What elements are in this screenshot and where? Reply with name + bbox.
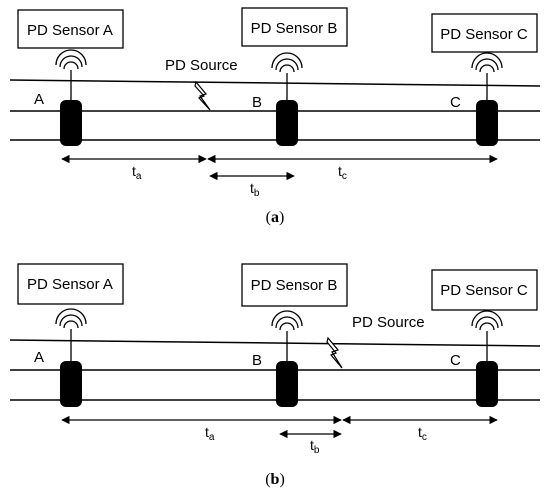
time-label-tc: tc [418, 424, 427, 443]
sensor-a-box [17, 263, 124, 305]
caption-a: (a) [266, 209, 285, 226]
sensor-a-label: PD Sensor A [27, 276, 113, 293]
power-line-top [9, 339, 541, 347]
time-label-ta: ta [205, 424, 215, 443]
antenna-icon [471, 52, 503, 101]
sensor-b-box [241, 263, 348, 307]
terminal-b [276, 361, 298, 407]
line-label-c: C [450, 94, 461, 111]
terminal-a [60, 100, 82, 146]
terminal-a [60, 361, 82, 407]
time-label-tc: tc [338, 163, 347, 182]
sensor-a: PD Sensor A A [17, 9, 124, 146]
sensor-a: PD Sensor A A [17, 263, 124, 407]
antenna-icon [271, 310, 303, 362]
antenna-icon [55, 49, 87, 101]
sensor-c-box [431, 269, 538, 311]
sensor-a-label: PD Sensor A [27, 22, 113, 39]
sensor-a-box [17, 9, 124, 49]
sensor-b: PD Sensor B B [241, 263, 348, 407]
line-label-a: A [34, 91, 44, 108]
antenna-icon [271, 52, 303, 101]
sensor-c: PD Sensor C C [431, 13, 538, 146]
power-line-top [9, 79, 541, 87]
line-label-c: C [450, 352, 461, 369]
line-label-b: B [252, 94, 262, 111]
sensor-b-label: PD Sensor B [251, 277, 338, 294]
lightning-icon [326, 336, 343, 369]
pd-source-label: PD Source [352, 314, 425, 331]
terminal-c [476, 100, 498, 146]
sensor-c-box [431, 13, 538, 53]
time-label-tb: tb [250, 180, 260, 199]
sensor-c: PD Sensor C C [431, 269, 538, 407]
line-label-a: A [34, 349, 44, 366]
antenna-icon [471, 310, 503, 362]
sensor-b-box [241, 7, 348, 47]
pd-source-label: PD Source [165, 57, 238, 74]
lightning-icon [194, 80, 211, 111]
diagram-a: PD Sensor A A PD Sensor B B [9, 7, 541, 226]
sensor-b: PD Sensor B B [241, 7, 348, 146]
sensor-c-label: PD Sensor C [440, 26, 528, 43]
diagram-b: PD Sensor A A PD Sensor B B [9, 263, 541, 488]
sensor-c-label: PD Sensor C [440, 282, 528, 299]
time-label-ta: ta [132, 163, 142, 182]
sensor-b-label: PD Sensor B [251, 20, 338, 37]
antenna-icon [55, 308, 87, 362]
time-label-tb: tb [310, 437, 320, 456]
line-label-b: B [252, 352, 262, 369]
caption-b: (b) [265, 471, 285, 488]
terminal-b [276, 100, 298, 146]
terminal-c [476, 361, 498, 407]
